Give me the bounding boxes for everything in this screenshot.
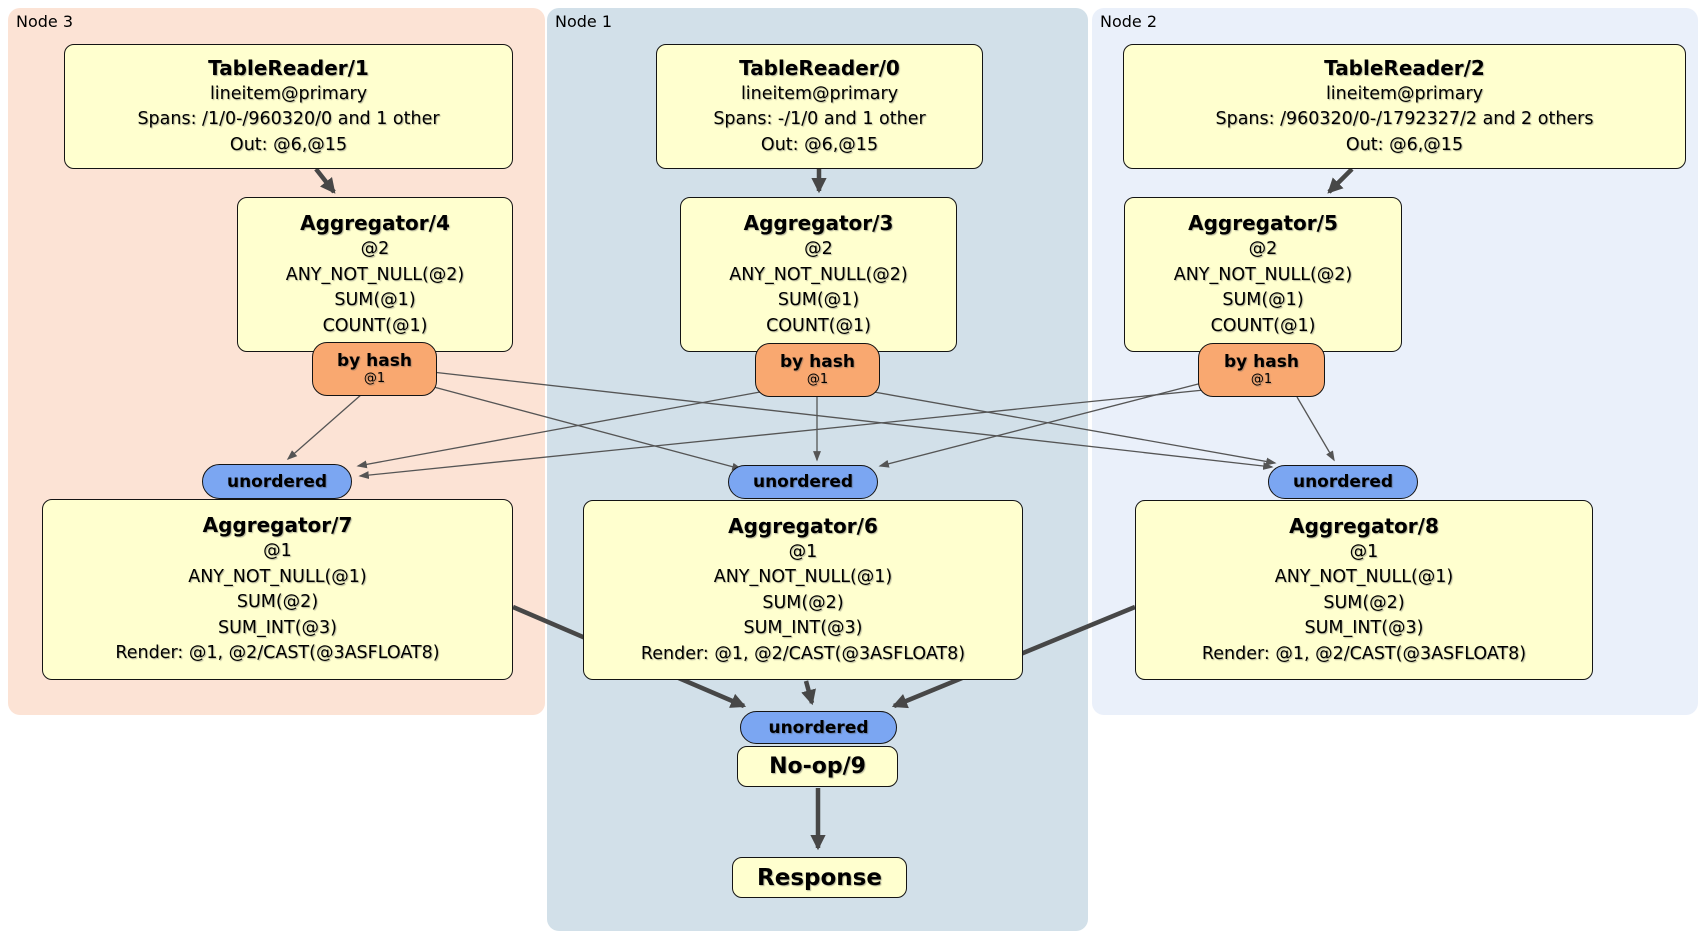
- agg-render: Render: @1, @2/CAST(@3ASFLOAT8): [640, 643, 966, 664]
- processor-tablereader-0: TableReader/0 lineitem@primary Spans: -/…: [656, 44, 983, 169]
- processor-aggregator-8: Aggregator/8 @1 ANY_NOT_NULL(@1) SUM(@2)…: [1135, 500, 1593, 680]
- agg-fn: ANY_NOT_NULL(@1): [713, 567, 893, 588]
- agg-group-cols: @1: [263, 541, 292, 562]
- processor-spans: Spans: /960320/0-/1792327/2 and 2 others: [1215, 109, 1594, 130]
- processor-title: TableReader/2: [1324, 55, 1485, 80]
- agg-fn: SUM(@2): [762, 592, 844, 613]
- agg-fn: SUM_INT(@3): [743, 618, 863, 639]
- agg-fn: SUM(@1): [777, 290, 860, 310]
- processor-title: Aggregator/6: [728, 513, 878, 538]
- processor-aggregator-4: Aggregator/4 @2 ANY_NOT_NULL(@2) SUM(@1)…: [237, 197, 513, 352]
- edge-tr1-agg4: [314, 167, 336, 194]
- processor-title: Aggregator/8: [1289, 513, 1439, 538]
- router-label: by hash: [337, 351, 412, 371]
- processor-out: Out: @6,@15: [760, 134, 879, 155]
- sync-label: unordered: [1292, 472, 1394, 492]
- processor-aggregator-3: Aggregator/3 @2 ANY_NOT_NULL(@2) SUM(@1)…: [680, 197, 957, 352]
- processor-index: lineitem@primary: [209, 83, 368, 104]
- router-by-hash-agg3: by hash @1: [755, 343, 880, 397]
- edge-r5-sync8: [1296, 396, 1335, 462]
- processor-title: Aggregator/4: [300, 211, 450, 235]
- processor-title: Response: [757, 864, 882, 891]
- processor-title: No-op/9: [769, 754, 866, 779]
- agg-group-cols: @1: [788, 541, 818, 562]
- agg-render: Render: @1, @2/CAST(@3ASFLOAT8): [1201, 643, 1527, 664]
- agg-fn: COUNT(@1): [766, 315, 871, 336]
- region-node1-label: Node 1: [555, 12, 613, 31]
- processor-aggregator-5: Aggregator/5 @2 ANY_NOT_NULL(@2) SUM(@1)…: [1124, 197, 1402, 352]
- edge-r4-sync8: [431, 371, 1274, 470]
- agg-fn: SUM_INT(@3): [218, 617, 337, 638]
- edge-r5-sync7: [358, 389, 1205, 480]
- sync-label: unordered: [752, 472, 854, 492]
- edge-tr2-agg5: [1327, 167, 1354, 194]
- processor-title: TableReader/0: [739, 55, 900, 80]
- agg-fn: SUM(@2): [236, 592, 319, 613]
- sync-unordered-agg7: unordered: [202, 464, 352, 499]
- sync-unordered-noop: unordered: [740, 711, 897, 744]
- agg-fn: COUNT(@1): [1210, 315, 1316, 336]
- processor-index: lineitem@primary: [740, 83, 899, 104]
- processor-index: lineitem@primary: [1325, 83, 1484, 104]
- processor-out: Out: @6,@15: [1345, 134, 1464, 155]
- processor-tablereader-1: TableReader/1 lineitem@primary Spans: /1…: [64, 44, 513, 169]
- agg-group-cols: @1: [1349, 541, 1379, 562]
- agg-fn: SUM(@1): [334, 290, 416, 310]
- edge-r3-sync7: [356, 391, 761, 469]
- edge-r4-sync6: [429, 385, 743, 471]
- processor-title: Aggregator/3: [743, 211, 894, 235]
- agg-group-cols: @2: [360, 239, 390, 259]
- agg-fn: ANY_NOT_NULL(@2): [1173, 264, 1353, 285]
- agg-render: Render: @1, @2/CAST(@3ASFLOAT8): [115, 643, 440, 664]
- edge-agg6-syncfinal: [801, 680, 816, 706]
- region-node2-label: Node 2: [1100, 12, 1158, 31]
- agg-fn: ANY_NOT_NULL(@2): [729, 264, 908, 285]
- processor-noop-9: No-op/9: [737, 746, 898, 787]
- processor-title: TableReader/1: [208, 55, 369, 80]
- agg-fn: ANY_NOT_NULL(@1): [1274, 567, 1454, 588]
- agg-fn: SUM(@2): [1323, 592, 1405, 613]
- processor-spans: Spans: /1/0-/960320/0 and 1 other: [137, 109, 440, 130]
- processor-tablereader-2: TableReader/2 lineitem@primary Spans: /9…: [1123, 44, 1686, 169]
- agg-group-cols: @2: [1248, 239, 1278, 259]
- edge-r3-sync8: [873, 391, 1277, 466]
- processor-title: Aggregator/7: [202, 513, 353, 538]
- agg-fn: COUNT(@1): [322, 315, 428, 336]
- router-label: by hash: [1224, 352, 1299, 372]
- processor-spans: Spans: -/1/0 and 1 other: [713, 109, 926, 130]
- sync-unordered-agg8: unordered: [1268, 465, 1418, 499]
- processor-aggregator-7: Aggregator/7 @1 ANY_NOT_NULL(@1) SUM(@2)…: [42, 499, 513, 680]
- agg-fn: ANY_NOT_NULL(@1): [188, 566, 367, 587]
- agg-group-cols: @2: [804, 239, 833, 259]
- sync-unordered-agg6: unordered: [728, 465, 878, 499]
- router-hash-columns: @1: [1250, 372, 1273, 387]
- router-by-hash-agg5: by hash @1: [1198, 343, 1325, 397]
- agg-fn: SUM_INT(@3): [1304, 618, 1424, 639]
- response-node: Response: [732, 857, 907, 898]
- edge-r4-sync7: [286, 393, 363, 461]
- router-hash-columns: @1: [363, 371, 386, 386]
- sync-label: unordered: [226, 471, 328, 492]
- router-hash-columns: @1: [806, 372, 829, 387]
- processor-out: Out: @6,@15: [229, 134, 348, 155]
- agg-fn: SUM(@1): [1222, 290, 1304, 310]
- processor-aggregator-6: Aggregator/6 @1 ANY_NOT_NULL(@1) SUM(@2)…: [583, 500, 1023, 680]
- router-label: by hash: [780, 352, 855, 372]
- edge-r5-sync6: [878, 381, 1207, 468]
- processor-title: Aggregator/5: [1188, 211, 1338, 235]
- region-node3-label: Node 3: [16, 12, 74, 31]
- agg-fn: ANY_NOT_NULL(@2): [285, 264, 465, 285]
- sync-label: unordered: [768, 717, 869, 738]
- router-by-hash-agg4: by hash @1: [312, 342, 437, 396]
